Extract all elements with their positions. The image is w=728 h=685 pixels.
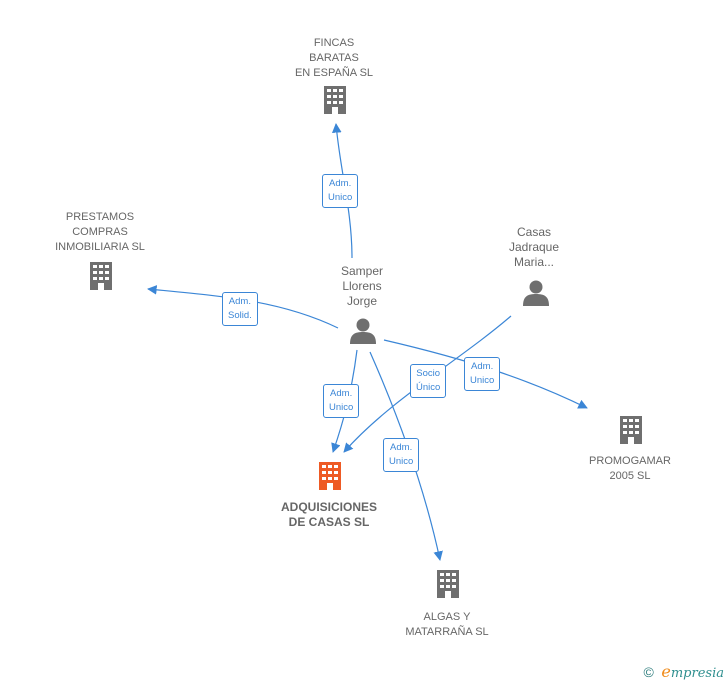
building-icon-adquisiciones[interactable] (319, 462, 341, 490)
edge-label-samper-to-algas[interactable]: Adm. Unico (383, 438, 420, 472)
edge-label-samper-to-promogamar[interactable]: Adm. Unico (464, 357, 501, 391)
edge-label-samper-to-adquisiciones[interactable]: Adm. Unico (323, 384, 360, 418)
building-icon-algas[interactable] (437, 570, 459, 598)
edge-label-casas-to-adquisiciones[interactable]: Socio Único (410, 364, 447, 398)
node-label-samper[interactable]: Samper Llorens Jorge (340, 264, 384, 308)
node-label-adquisiciones[interactable]: ADQUISICIONES DE CASAS SL (280, 500, 378, 529)
node-label-casas[interactable]: Casas Jadraque Maria... (508, 225, 560, 269)
person-icon-casas[interactable] (523, 280, 549, 307)
edge-label-samper-to-fincas[interactable]: Adm. Unico (322, 174, 359, 208)
building-icon-fincas[interactable] (324, 86, 346, 114)
node-label-fincas[interactable]: FINCAS BARATAS EN ESPAÑA SL (294, 37, 374, 79)
empresia-logo: empresia (661, 662, 724, 681)
node-label-promogamar[interactable]: PROMOGAMAR 2005 SL (589, 455, 671, 482)
footer-brand: © empresia (643, 662, 724, 681)
building-icon-prestamos[interactable] (90, 262, 112, 290)
node-label-prestamos[interactable]: PRESTAMOS COMPRAS INMOBILIARIA SL (55, 211, 145, 253)
person-icon-samper[interactable] (350, 318, 376, 345)
edge-label-samper-to-prestamos[interactable]: Adm. Solid. (222, 292, 258, 326)
copyright-icon: © (643, 664, 654, 680)
node-label-algas[interactable]: ALGAS Y MATARRAÑA SL (405, 611, 489, 638)
building-icon-promogamar[interactable] (620, 416, 642, 444)
